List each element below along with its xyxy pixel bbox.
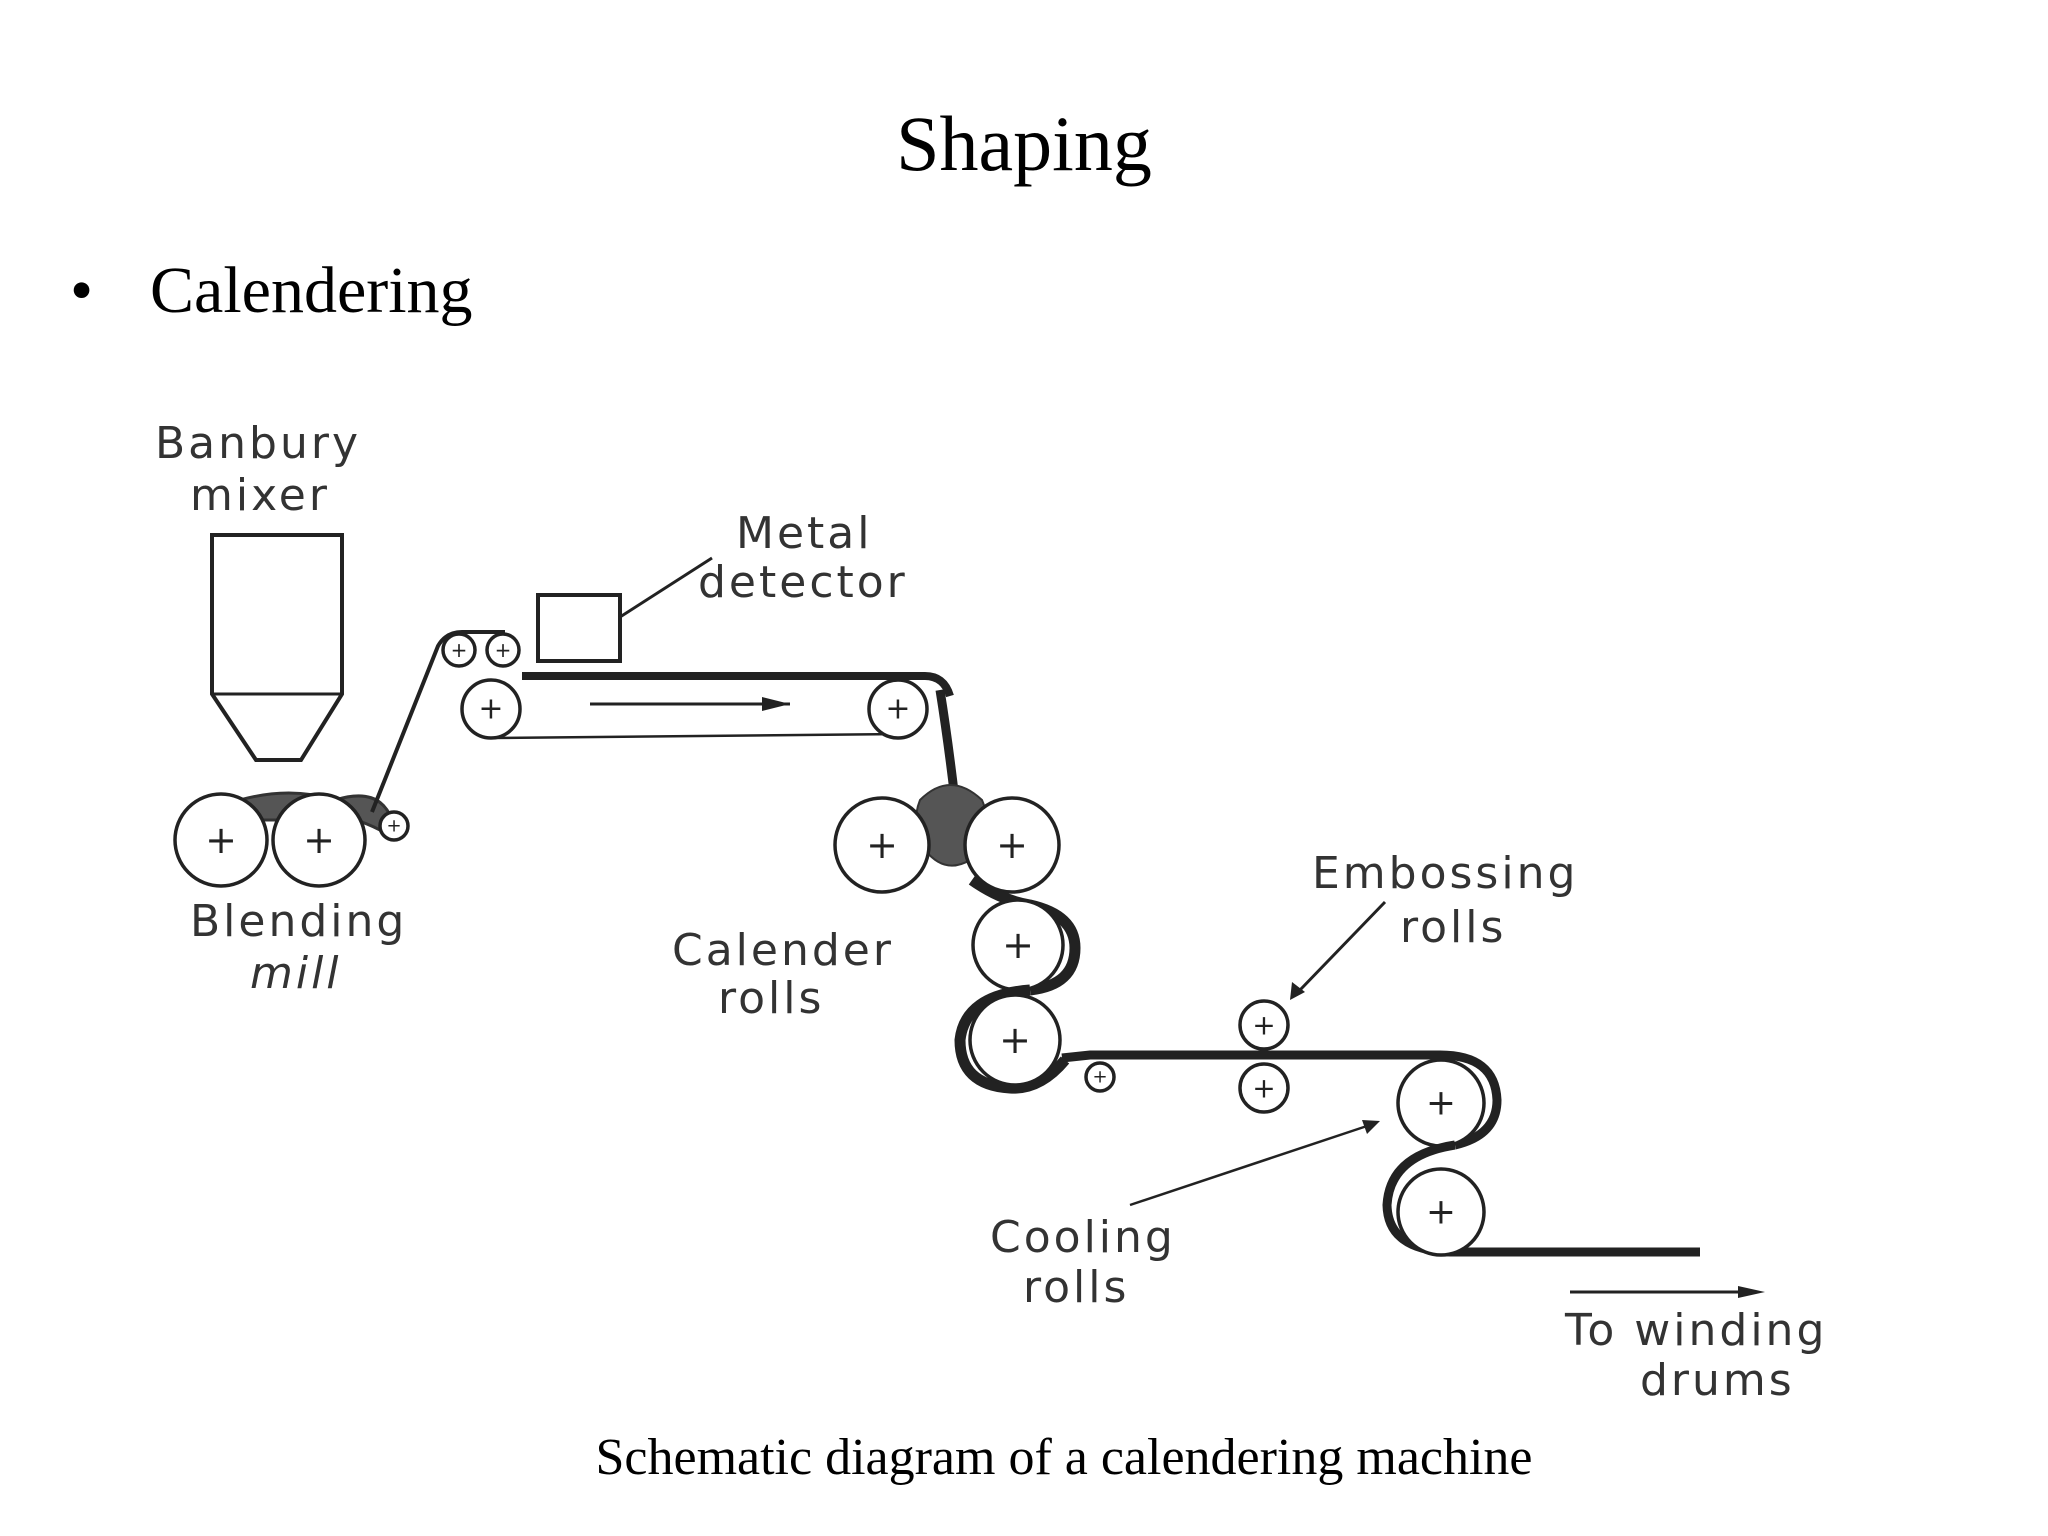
label-mixer: mixer xyxy=(190,470,330,521)
label-drums: drums xyxy=(1640,1355,1795,1406)
conveyor-roll-right-plus-icon: + xyxy=(885,692,910,727)
label-embossing: Embossing xyxy=(1312,848,1578,899)
bullet-item: •Calendering xyxy=(70,258,473,324)
top-guide-rolls: + + xyxy=(441,632,521,668)
cooling-roll-bottom-plus-icon: + xyxy=(1426,1192,1456,1233)
embossing-rolls: + + xyxy=(1238,900,1387,1114)
roll-2-plus-icon: + xyxy=(303,818,335,862)
roll-1-plus-icon: + xyxy=(205,818,237,862)
metal-detector xyxy=(536,556,713,663)
label-mill: mill xyxy=(250,948,342,999)
page-title: Shaping xyxy=(896,100,1152,187)
conveyor-roll-left-plus-icon: + xyxy=(478,692,503,727)
strip-to-conveyor xyxy=(370,630,505,813)
calender-rolls: + + + + xyxy=(833,796,1081,1094)
figure-caption: Schematic diagram of a calendering machi… xyxy=(595,1429,1533,1486)
guide-roll-small: + xyxy=(1084,1061,1116,1093)
guide-roll-2-plus-icon: + xyxy=(495,638,512,662)
cooling-roll-top-plus-icon: + xyxy=(1426,1083,1456,1124)
calender-roll-3-plus-icon: + xyxy=(1002,923,1034,967)
conveyor-direction-arrow-icon xyxy=(762,697,790,711)
label-banbury: Banbury xyxy=(155,418,361,469)
guide-roll-small-plus-icon: + xyxy=(1092,1067,1107,1088)
label-to-winding: To winding xyxy=(1564,1305,1827,1356)
winding-direction-arrow-icon xyxy=(1738,1286,1765,1298)
calender-roll-1-plus-icon: + xyxy=(866,823,898,867)
feed-to-calender xyxy=(935,689,960,801)
label-cooling-rolls: rolls xyxy=(1023,1262,1129,1313)
blending-mill-roll-2 xyxy=(271,792,367,888)
calender-roll-4-plus-icon: + xyxy=(999,1018,1031,1062)
guide-roll-1-plus-icon: + xyxy=(451,638,468,662)
sheet-to-cooling xyxy=(1061,1050,1502,1150)
label-embossing-rolls: rolls xyxy=(1400,902,1506,953)
calender-roll-2-plus-icon: + xyxy=(996,823,1028,867)
blending-mill: + + + xyxy=(173,791,410,888)
banbury-mixer xyxy=(210,533,344,762)
cooling-rolls: + + xyxy=(1129,1058,1700,1257)
conveyor: + + xyxy=(460,672,954,740)
blending-mill-small-roll xyxy=(378,810,410,842)
cooling-pointer-arrow-icon xyxy=(1362,1120,1380,1134)
bullet-dot-icon: • xyxy=(70,254,94,327)
label-cooling: Cooling xyxy=(990,1212,1176,1263)
winding-arrow xyxy=(1570,1286,1765,1298)
bullet-text: Calendering xyxy=(150,254,473,327)
small-roll-plus-icon: + xyxy=(386,816,401,837)
label-blending: Blending xyxy=(190,896,407,947)
label-metal: Metal xyxy=(736,508,872,559)
embossing-roll-bottom-plus-icon: + xyxy=(1252,1072,1275,1105)
embossing-pointer-arrow-icon xyxy=(1290,982,1305,1000)
label-calender-rolls: rolls xyxy=(718,973,824,1024)
label-detector: detector xyxy=(698,557,908,608)
blending-mill-roll-1 xyxy=(173,792,269,888)
embossing-roll-top-plus-icon: + xyxy=(1252,1009,1275,1042)
label-calender: Calender xyxy=(672,925,894,976)
